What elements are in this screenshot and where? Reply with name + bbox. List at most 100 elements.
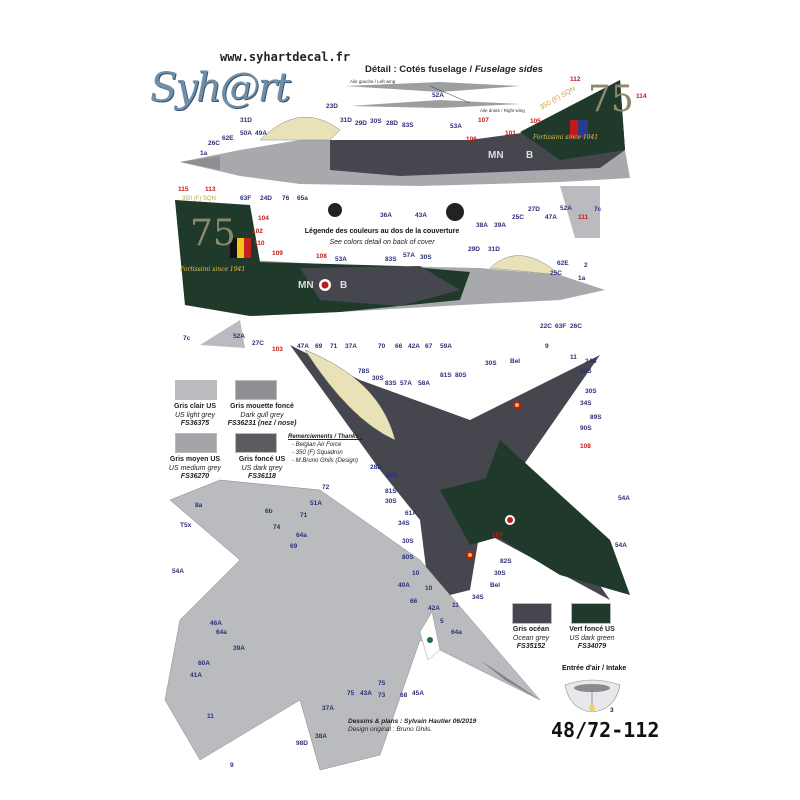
decal-callout: 80S [455,372,467,379]
decal-callout: 7c [183,335,191,342]
decal-callout: 30S [494,570,506,577]
tail-motto: Fortissimi since 1941 [533,134,599,141]
decal-callout: 81S [385,488,397,495]
decal-callout: 28D [386,120,398,127]
decal-callout: 10 [425,585,433,592]
thanks-block: Remerciements / Thanks : - Belgian Air F… [288,433,362,465]
decal-callout: 82S [500,558,512,565]
sheet-reference: 48/72-112 [551,718,660,742]
fuselage-code-2: MN [298,280,314,291]
intake-title: Entrée d'air / Intake [562,665,627,672]
decal-callout: 109 [272,250,283,257]
fuselage-code: MN [488,150,504,161]
tail-number: 75 [588,79,634,120]
swatch-dark-grey [235,433,277,453]
aircraft-planform-top [290,345,630,600]
decal-callout: 8a [195,502,203,509]
decal-callout: 31D [240,117,252,124]
decal-callout: 53A [450,123,462,130]
decal-callout: 42A [428,605,440,612]
decal-callout: 102 [252,228,263,235]
right-wing-label: Aile droite / Right wing [480,108,525,113]
tail-squadron-text-2: 350 (F) SQN [182,196,217,202]
thanks-title: Remerciements / Thanks : [288,434,363,440]
decal-callout: 62E [222,135,234,142]
decal-callout: 37A [345,343,357,350]
decal-callout: 82S [580,368,592,375]
decal-callout: 113 [205,186,216,193]
decal-callout: Bel [490,582,501,589]
decal-callout: 115 [178,186,189,193]
decal-callout: 64a [296,532,307,539]
decal-callout: 29D [468,246,480,253]
decal-callout: 26C [570,323,582,330]
swatch-light-grey [175,380,217,400]
decal-callout: 30S [420,254,432,261]
decal-callout: 74 [273,524,281,531]
decal-callout: 23D [326,103,338,110]
decal-callout: 54A [618,495,630,502]
decal-callout: 30S [370,118,382,125]
decal-callout: 30S [585,388,597,395]
decal-callout: 30S [385,498,397,505]
decal-callout: 1a [200,150,208,157]
decal-callout: 9 [545,343,549,350]
decal-callout: 6b [265,508,273,515]
decal-callout: 28D [370,464,382,471]
decal-callout: 31D [488,246,500,253]
color-legend-title: Légende des couleurs au dos de la couver… [304,228,460,235]
decal-callout: 104 [258,215,269,222]
decal-callout: 111 [578,214,589,221]
detail-title: Détail : Cotés fuselage / Fuselage sides [365,64,543,75]
decal-callout: 31D [340,117,352,124]
decal-callout: 49A [255,130,267,137]
decal-callout: 83S [402,122,414,129]
color-fs: FS36375 [180,420,210,427]
swatch-medium-grey [175,433,217,453]
swatch-ocean-grey [512,603,552,624]
decal-callout: 54A [615,542,627,549]
decal-callout: 57A [403,252,415,259]
color-name-fr: Gris océan [512,626,550,633]
decal-callout: 107 [478,117,489,124]
decal-callout: 38A [476,222,488,229]
decal-callout: 47A [297,343,309,350]
decal-callout: 66 [410,598,418,605]
decal-callout: 58A [418,380,430,387]
color-fs: FS34079 [577,643,607,650]
decal-callout: 71 [330,343,338,350]
syhart-logo: Syh@rt [150,65,291,111]
decal-callout: 38A [315,733,327,740]
decal-callout: 43A [415,212,427,219]
aircraft-side-profile-right [175,200,605,348]
color-name-fr: Gris moyen US [169,456,221,463]
decal-callout: 52A [233,333,245,340]
decal-callout: 36A [380,212,392,219]
swatch-dark-green [571,603,611,624]
decal-callout: 25C [512,214,524,221]
decal-callout: 34S [580,400,592,407]
credits-drawings: Dessins & plans : Sylvain Hautier 06/201… [348,718,477,725]
decal-callout: 27D [528,206,540,213]
decal-callout: 30S [485,360,497,367]
decal-callout: 42A [408,343,420,350]
fuselage-side-strips [345,82,520,108]
color-name-en: US medium grey [168,464,222,472]
decal-callout: 26C [208,140,220,147]
decal-callout: 46A [210,620,222,627]
thanks-item: - 350 (F) Squadron [292,450,343,456]
decal-callout: 114 [636,93,647,100]
decal-callout: 81S [440,372,452,379]
decal-callout: 11 [452,602,459,609]
website-url[interactable]: www.syhartdecal.fr [220,50,351,64]
color-name-en: Ocean grey [512,634,550,642]
decal-callout: 7c [594,206,602,213]
color-name-fr: Gris mouette foncé [230,403,294,410]
color-name-en: Dark gull grey [240,411,284,419]
thanks-item: - M.Bruno Ghils (Design) [292,458,359,464]
intake-part-label: 3 [610,707,614,714]
color-name-en: US dark grey [241,464,283,472]
decal-callout: Bel [510,358,521,365]
